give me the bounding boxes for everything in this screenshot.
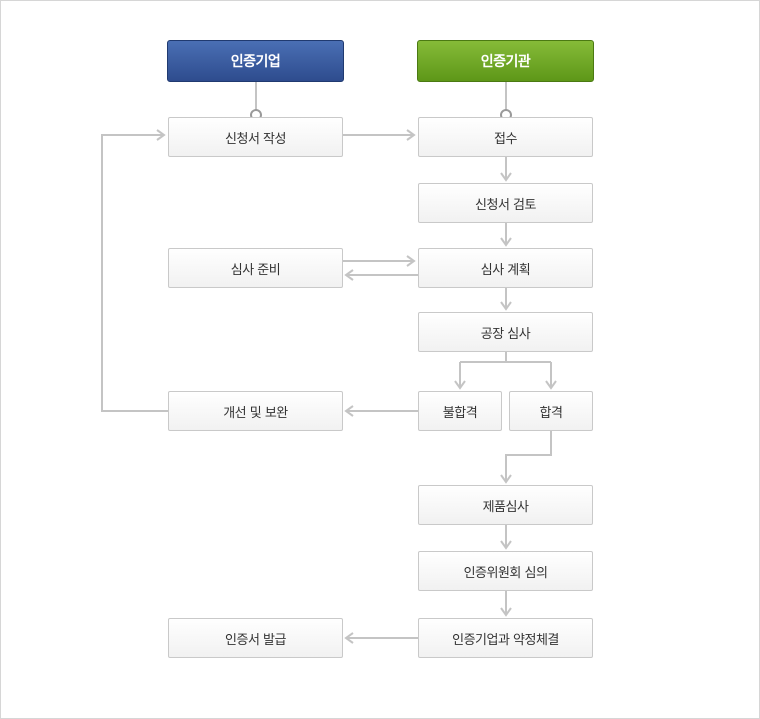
step-product-audit: 제품심사: [418, 485, 593, 525]
arrow-improvement-loop: [101, 129, 168, 412]
step-cert-issue: 인증서 발급: [168, 618, 343, 658]
header-agency: 인증기관: [417, 40, 594, 82]
step-improvement: 개선 및 보완: [168, 391, 343, 431]
step-application-review: 신청서 검토: [418, 183, 593, 223]
arrow-pass-to-product: [500, 431, 552, 484]
step-fail: 불합격: [418, 391, 502, 431]
step-factory-audit: 공장 심사: [418, 312, 593, 352]
step-application-write: 신청서 작성: [168, 117, 343, 157]
step-agreement: 인증기업과 약정체결: [418, 618, 593, 658]
step-receipt: 접수: [418, 117, 593, 157]
step-audit-prep: 심사 준비: [168, 248, 343, 288]
step-committee-review: 인증위원회 심의: [418, 551, 593, 591]
step-pass: 합격: [509, 391, 593, 431]
header-company: 인증기업: [167, 40, 344, 82]
step-audit-plan: 심사 계획: [418, 248, 593, 288]
